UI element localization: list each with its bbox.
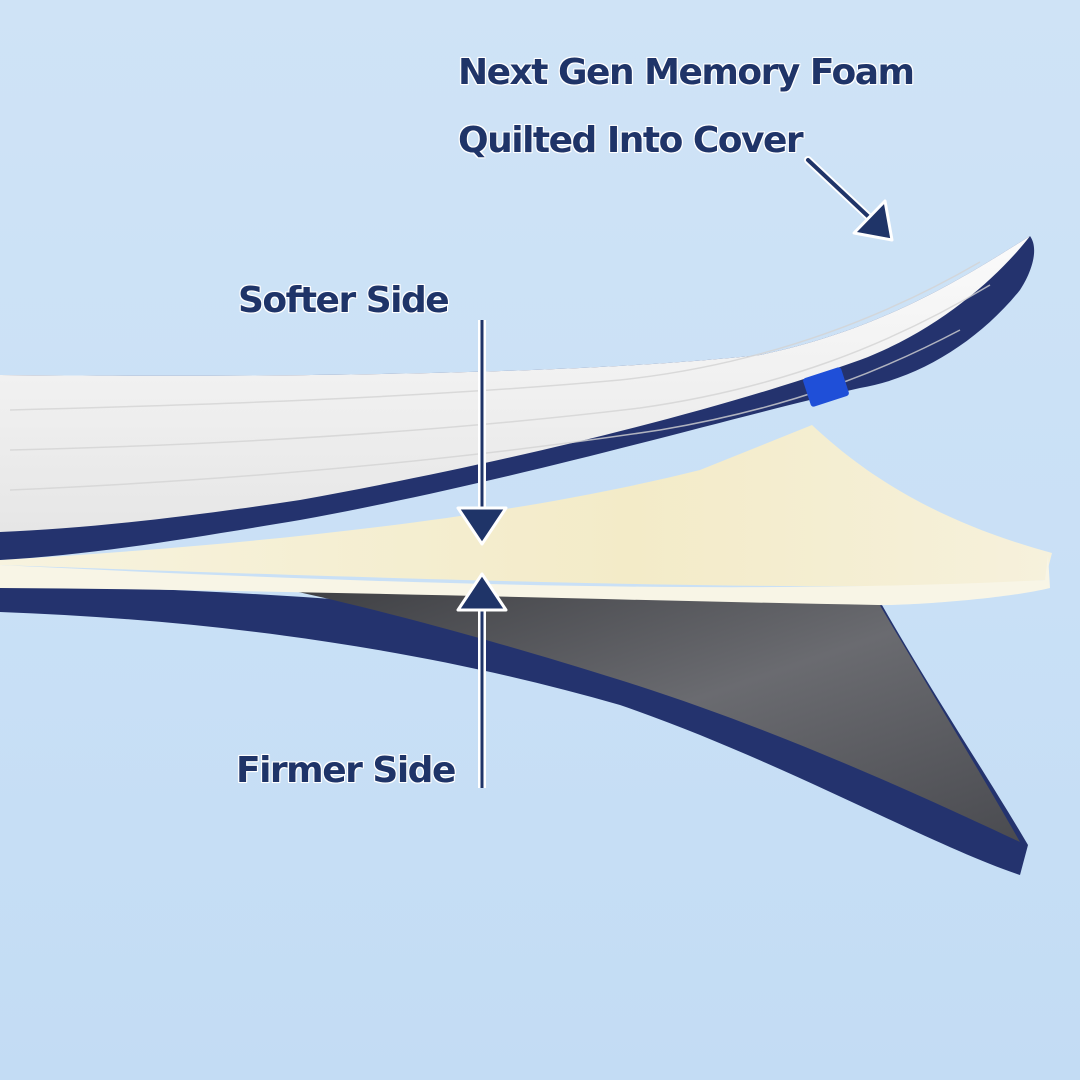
firmer-side-label: Firmer Side (236, 750, 456, 791)
cover-quilted-top (0, 236, 1030, 532)
headline-line-1: Next Gen Memory Foam (458, 52, 915, 93)
quilted-cover-layer (0, 236, 1035, 560)
firmer-side-arrow (456, 572, 508, 788)
foam-top-face (0, 425, 1052, 587)
softer-side-arrow (456, 320, 508, 546)
firm-bottom-layer (0, 585, 1028, 875)
quilted-cover-arrow (804, 156, 894, 242)
foam-front-face (0, 555, 1050, 606)
firm-layer-underside (280, 588, 1020, 842)
callout-arrows (456, 156, 894, 788)
quilt-stitch-lines (9, 261, 991, 491)
brand-tag (803, 367, 849, 407)
memory-foam-layer (0, 425, 1052, 606)
softer-side-label: Softer Side (238, 280, 450, 321)
headline-line-2: Quilted Into Cover (458, 120, 804, 161)
